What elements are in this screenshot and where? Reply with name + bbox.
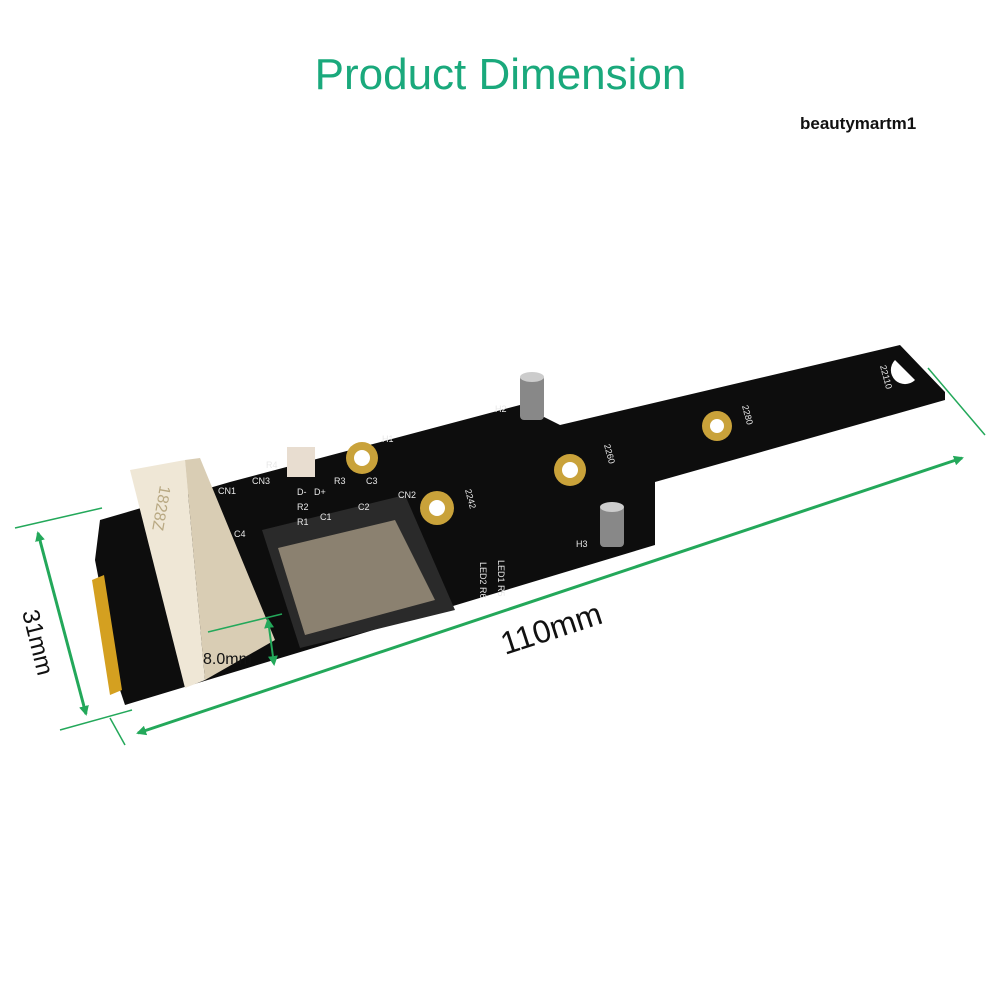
height-label: 8.0mm bbox=[203, 651, 252, 668]
silk-r4: R4 bbox=[266, 460, 278, 470]
dimension-height: 8.0mm bbox=[203, 613, 283, 668]
width-label: 31mm bbox=[16, 607, 58, 678]
silk-d-minus: D- bbox=[297, 487, 307, 497]
watermark: beautymartm1 bbox=[800, 114, 917, 133]
silk-h2: H2 bbox=[495, 404, 507, 414]
length-label: 110mm bbox=[496, 595, 606, 661]
usb-header bbox=[287, 447, 315, 477]
silk-cn3: CN3 bbox=[252, 476, 270, 486]
page-title: Product Dimension bbox=[314, 50, 687, 99]
silk-c3: C3 bbox=[366, 476, 378, 486]
silk-cn2: CN2 bbox=[398, 490, 416, 500]
silk-c1: C1 bbox=[320, 512, 332, 522]
silk-c4: C4 bbox=[234, 529, 246, 539]
silk-led2: LED2 R6 bbox=[478, 562, 488, 599]
silk-r1: R1 bbox=[297, 517, 309, 527]
gold-fingers bbox=[92, 575, 122, 695]
silk-h3: H3 bbox=[576, 539, 588, 549]
silk-h1: H1 bbox=[382, 434, 394, 444]
silk-r2: R2 bbox=[297, 502, 309, 512]
silk-c2: C2 bbox=[358, 502, 370, 512]
silk-cn1: CN1 bbox=[218, 486, 236, 496]
silk-r3: R3 bbox=[334, 476, 346, 486]
silk-d-plus: D+ bbox=[314, 487, 326, 497]
silk-led1: LED1 R5 bbox=[496, 560, 506, 597]
